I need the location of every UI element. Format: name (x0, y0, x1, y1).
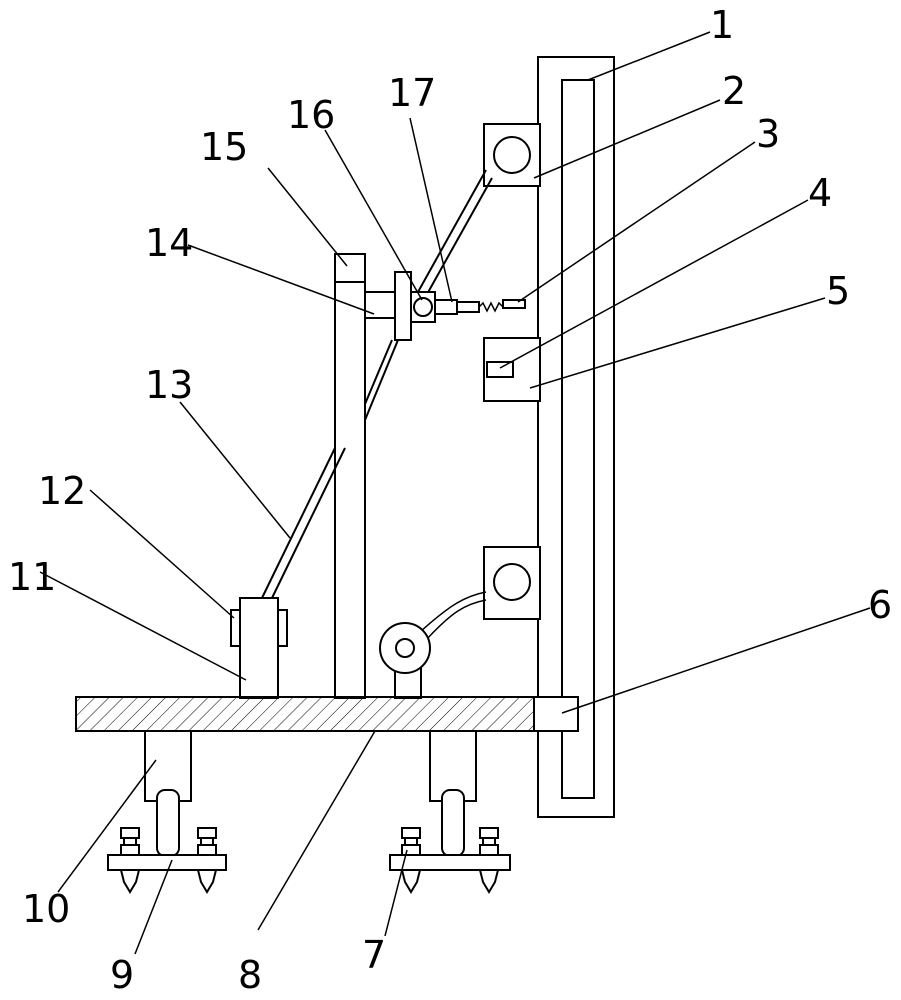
leader-lines (39, 31, 871, 955)
hook-connector (502, 299, 526, 309)
telescoping-rod (434, 299, 504, 315)
part-labels: 1 2 3 4 5 6 7 8 9 10 11 12 13 14 15 16 1… (8, 3, 892, 997)
label-17: 17 (388, 71, 436, 115)
label-12: 12 (38, 469, 86, 513)
left-bolt-2 (196, 827, 218, 894)
label-15: 15 (200, 125, 248, 169)
label-4: 4 (808, 171, 832, 215)
horizontal-arm (364, 271, 436, 341)
label-5: 5 (826, 269, 850, 313)
diagonal-strut (261, 339, 399, 599)
label-8: 8 (238, 953, 262, 997)
bracket-block (483, 337, 541, 402)
end-block (533, 696, 579, 732)
right-bolt-2 (478, 827, 500, 894)
label-7: 7 (362, 933, 386, 977)
lower-pulley-block (483, 546, 541, 620)
label-6: 6 (868, 583, 892, 627)
hinge-seat (230, 597, 288, 699)
lower-cable (419, 591, 487, 641)
left-leg (107, 730, 227, 894)
label-11: 11 (8, 555, 56, 599)
small-slot (486, 361, 514, 378)
label-16: 16 (287, 93, 335, 137)
label-13: 13 (145, 363, 193, 407)
label-10: 10 (22, 887, 70, 931)
vertical-column (334, 253, 366, 699)
upper-pulley-block (483, 123, 541, 187)
label-1: 1 (710, 3, 734, 47)
label-14: 14 (145, 221, 193, 265)
vertical-frame (537, 56, 615, 818)
upper-cable (417, 169, 493, 297)
label-2: 2 (722, 69, 746, 113)
right-bolt-1 (400, 827, 422, 894)
label-9: 9 (110, 953, 134, 997)
right-leg (389, 730, 511, 894)
base-plate (75, 696, 579, 732)
label-3: 3 (756, 112, 780, 156)
left-bolt-1 (119, 827, 141, 894)
motor-wheel (379, 622, 431, 699)
